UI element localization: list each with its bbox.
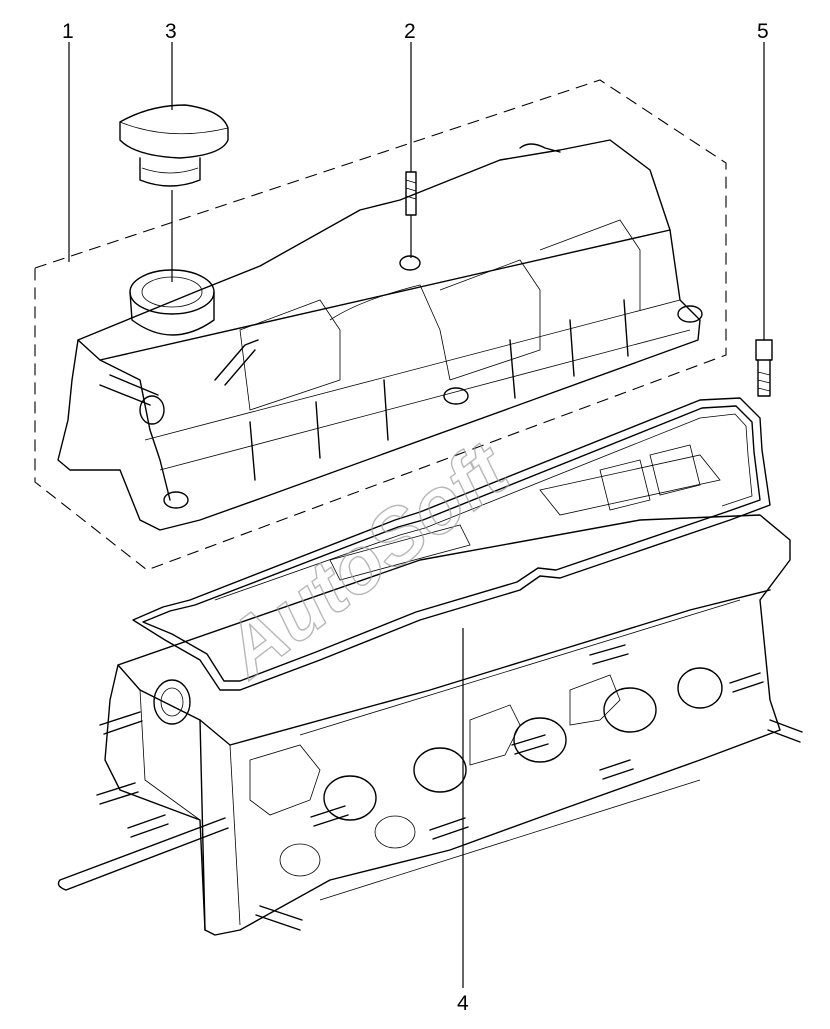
cover-gasket: [132, 397, 771, 691]
bolt: [755, 339, 773, 397]
leader-lines: [68, 42, 765, 988]
stud: [405, 171, 417, 216]
callout-1: 1: [62, 20, 74, 43]
callout-4: 4: [457, 992, 469, 1015]
oil-filler-cap: [119, 104, 229, 187]
callout-5: 5: [757, 20, 769, 43]
callout-3: 3: [165, 20, 177, 43]
cylinder-head-cover: [57, 139, 703, 531]
cover-assembly-boundary: [34, 79, 727, 571]
cylinder-head: [57, 444, 803, 936]
callout-2: 2: [404, 20, 416, 43]
